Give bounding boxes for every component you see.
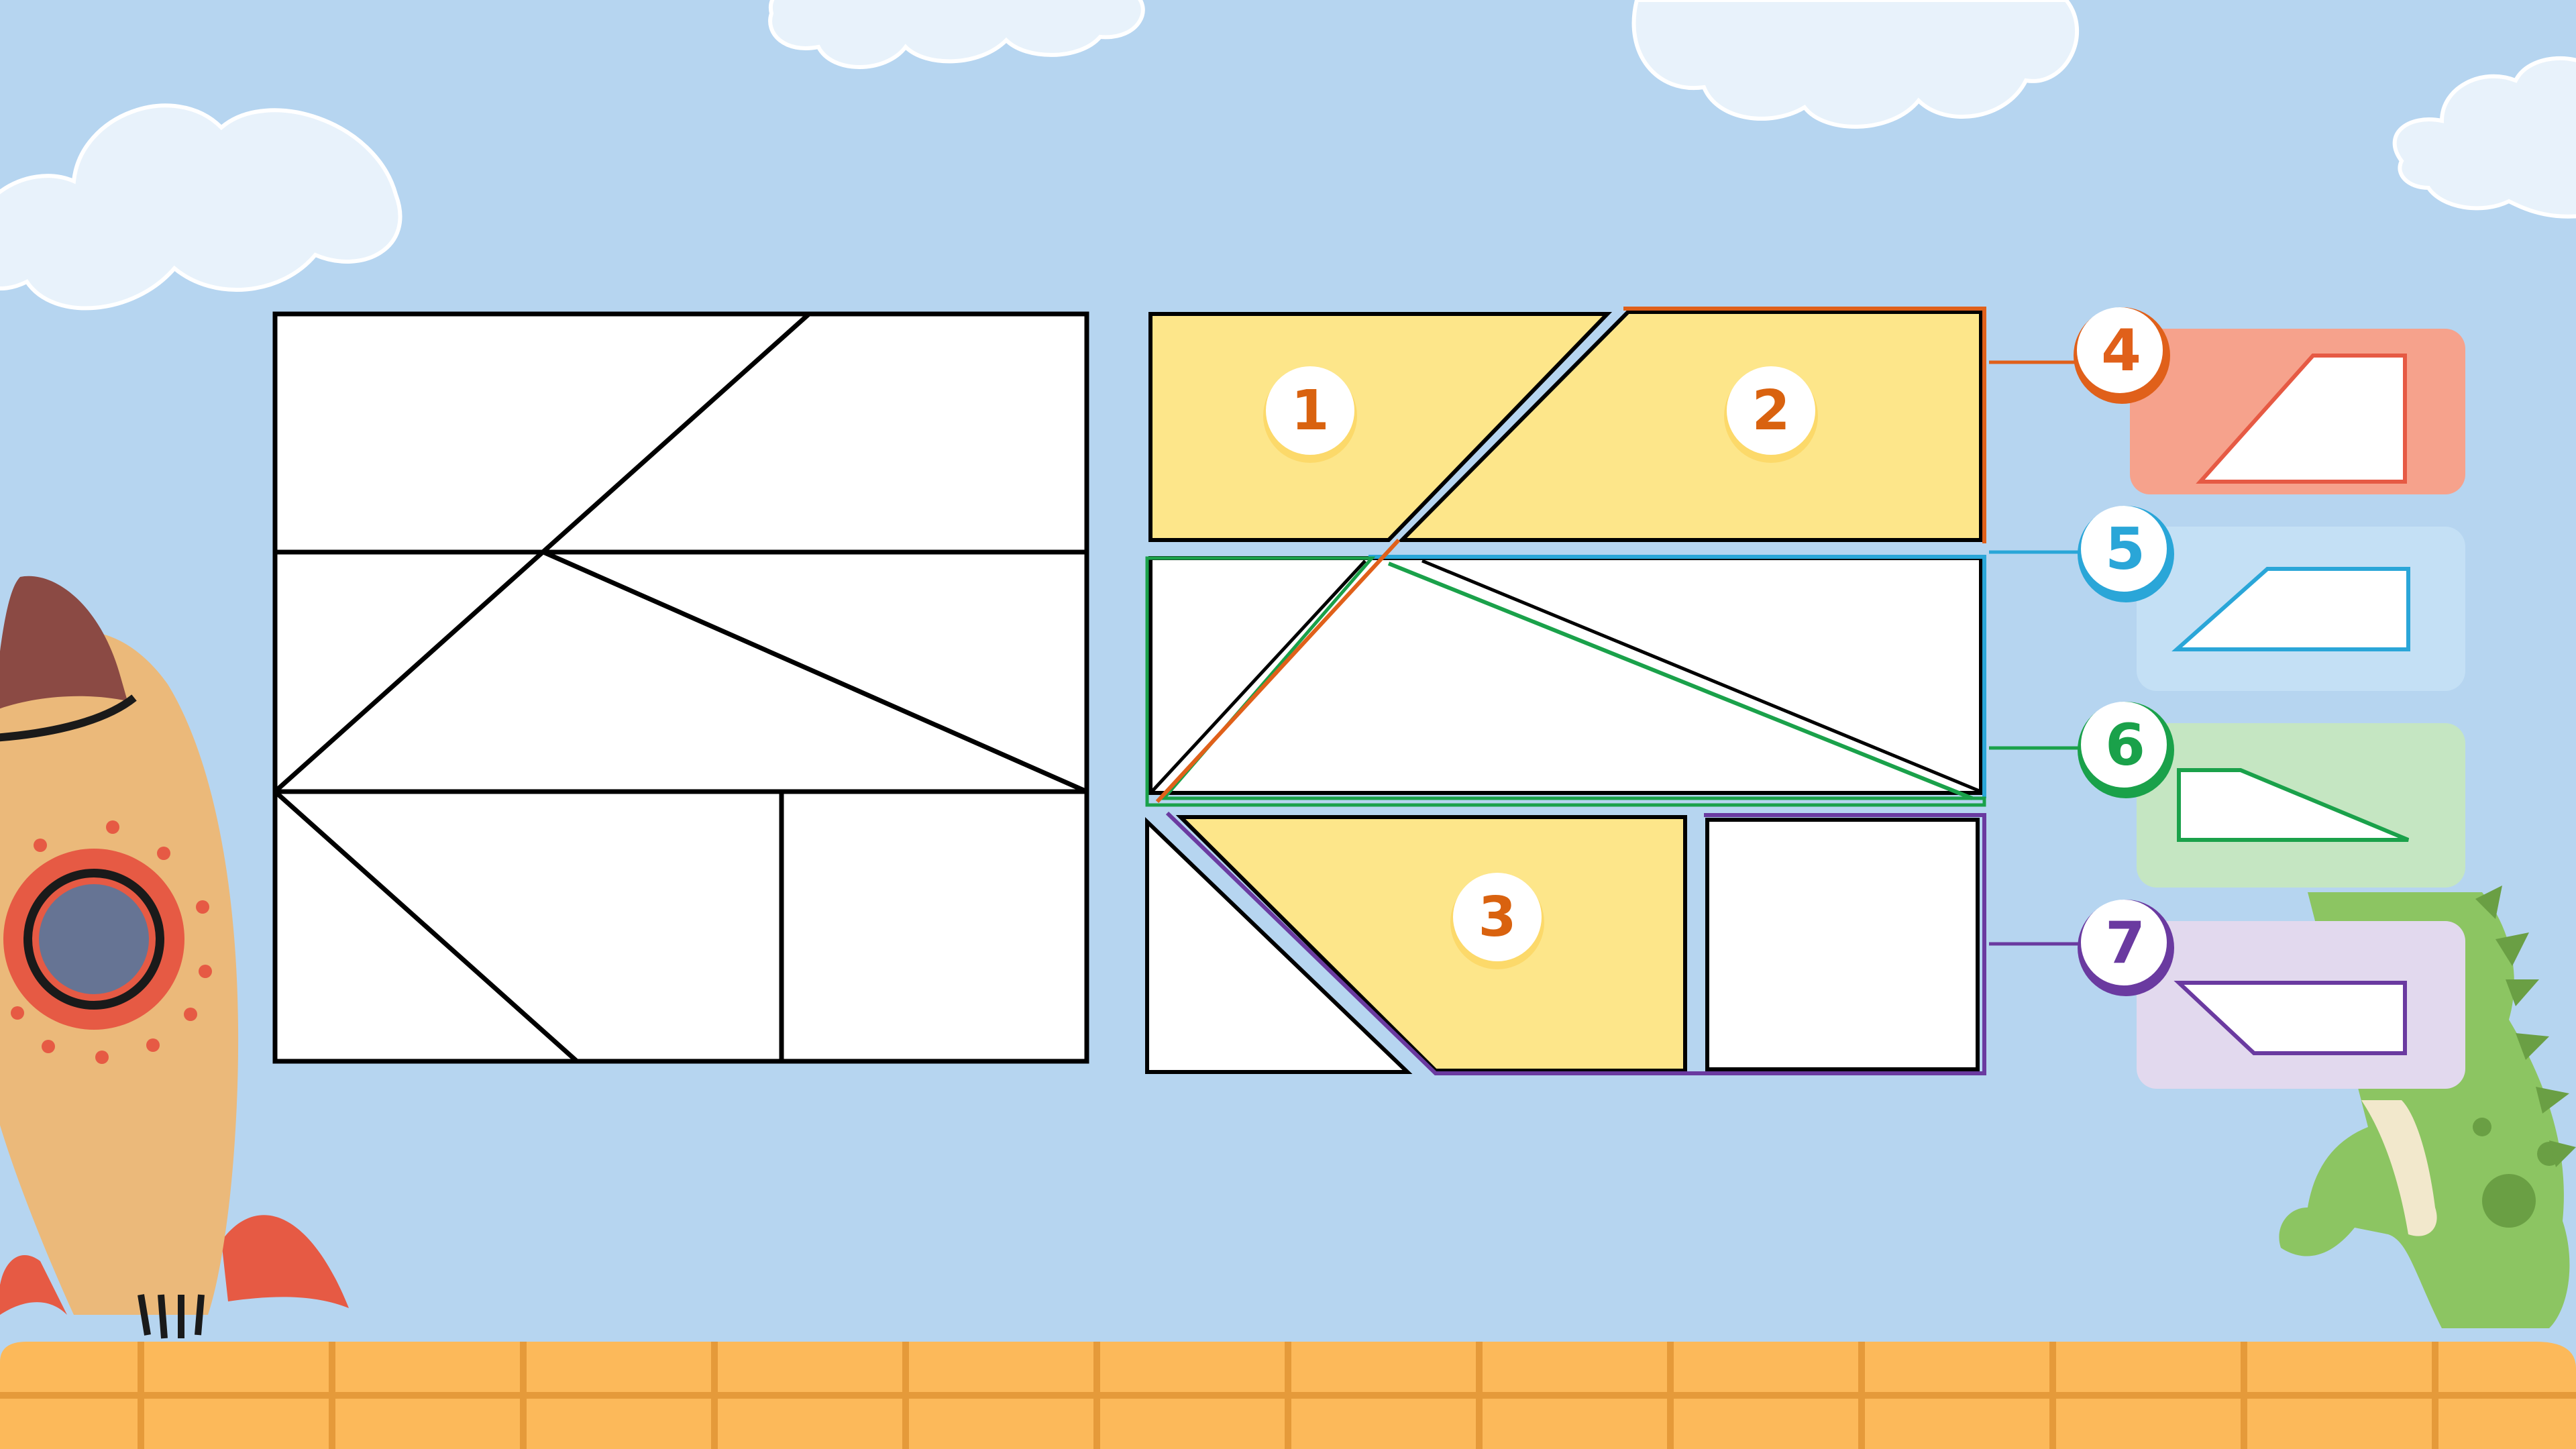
shape-badge-7: 7 [2078, 900, 2174, 996]
piece-row3 [1147, 813, 1984, 1073]
svg-text:1: 1 [1291, 379, 1329, 443]
cloud-icon [770, 0, 1143, 67]
shape-card-5[interactable] [2137, 527, 2465, 691]
svg-text:2: 2 [1752, 379, 1790, 443]
piece-row2 [1147, 540, 1984, 805]
shape-badge-6: 6 [2078, 702, 2174, 798]
ground [0, 1342, 2576, 1449]
shape-badge-4: 4 [2074, 307, 2170, 404]
shape-badge-5: 5 [2078, 506, 2174, 602]
svg-text:5: 5 [2105, 516, 2145, 583]
cloud-icon [1634, 0, 2078, 127]
shape-card-7[interactable] [2137, 921, 2465, 1089]
reference-figure [275, 314, 1087, 1061]
cloud-icon [0, 105, 400, 308]
svg-text:6: 6 [2105, 712, 2145, 779]
shape-card-6[interactable] [2137, 723, 2465, 888]
svg-text:3: 3 [1478, 885, 1516, 949]
cloud-icon [2395, 58, 2576, 217]
svg-text:7: 7 [2105, 910, 2145, 977]
svg-text:4: 4 [2101, 317, 2141, 384]
shape-card-4[interactable] [2130, 329, 2465, 494]
